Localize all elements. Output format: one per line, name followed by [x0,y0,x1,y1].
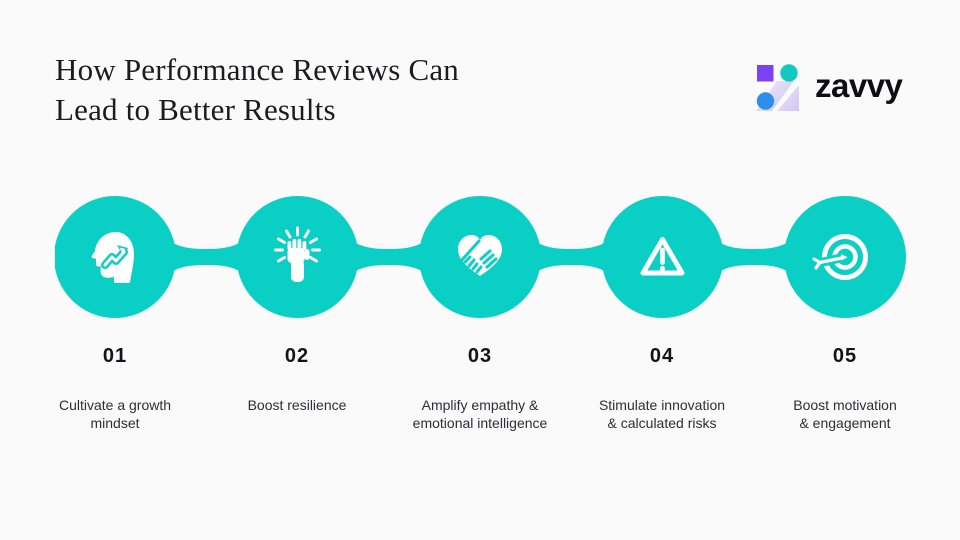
empathy-handshake-heart-icon [458,235,502,276]
step-number: 03 [467,345,493,367]
risk-warning-triangle-icon [640,237,685,276]
step-label: Boost resilience [247,397,347,413]
step-number: 01 [102,345,128,367]
step-number: 02 [284,345,310,367]
brand-wordmark: zavvy [815,66,903,104]
connector-1-2 [148,222,265,292]
page-title: How Performance Reviews Can Lead to Bett… [55,52,459,127]
motivation-target-icon [812,234,868,280]
step-number: 05 [832,345,858,367]
step-label: Stimulate innovation & calculated risks [598,397,726,431]
step-label: Cultivate a growth mindset [58,397,172,431]
step-number: 04 [649,345,675,367]
process-chain [55,196,906,318]
step-3: 03 Amplify empathy & emotional intellige… [389,344,571,432]
step-label: Amplify empathy & emotional intelligence [412,397,548,431]
step-2: 02 Boost resilience [206,344,388,414]
zavvy-logo-icon [756,64,799,111]
brand-logo: zavvy [756,63,903,111]
step-4: 04 Stimulate innovation & calculated ris… [571,344,753,432]
connector-4-5 [695,222,812,292]
connector-2-3 [330,222,447,292]
connector-3-4 [513,222,630,292]
step-5: 05 Boost motivation & engagement [754,344,936,432]
resilience-fist-icon [274,226,321,282]
step-1: 01 Cultivate a growth mindset [24,344,206,432]
growth-mindset-head-arrow-icon [91,232,134,283]
step-label: Boost motivation & engagement [793,397,897,431]
